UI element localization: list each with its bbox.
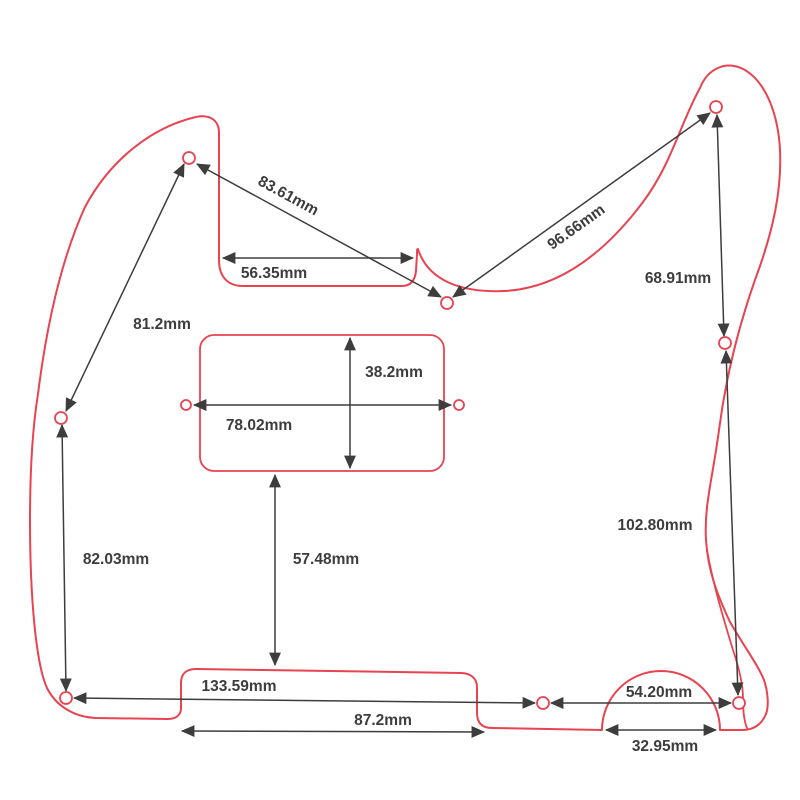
dimension-label-82-03: 82.03mm (83, 551, 149, 568)
dimension-label-32-95: 32.95mm (632, 738, 698, 755)
dim-line-83-61 (196, 163, 442, 298)
dim-line-87-2 (180, 725, 486, 738)
pickup-mount-hole-left (180, 399, 192, 411)
dim-line-82-03 (56, 423, 72, 693)
dimension-label-57-48: 57.48mm (293, 551, 359, 568)
pickup-mount-hole-right (453, 399, 465, 411)
dimension-label-56-35: 56.35mm (241, 265, 307, 282)
dimension-label-102-80: 102.80mm (618, 517, 693, 534)
screw-hole-bottom-center (536, 696, 550, 710)
dim-line-68-91 (711, 113, 730, 338)
dimension-label-83-61: 83.61mm (255, 173, 321, 220)
dimension-label-87-2: 87.2mm (354, 712, 412, 729)
dimension-label-68-91: 68.91mm (645, 270, 711, 287)
screw-hole-center (440, 296, 454, 310)
screw-hole-bottom-right (732, 696, 746, 710)
dimension-label-81-2: 81.2mm (133, 316, 191, 333)
screw-hole-top-right (709, 100, 723, 114)
dim-line-133-59 (72, 692, 537, 709)
dimension-label-54-20: 54.20mm (626, 684, 692, 701)
pickup-route-outline (199, 334, 445, 472)
dim-line-102-80 (720, 349, 744, 697)
dimension-label-38-2: 38.2mm (365, 364, 423, 381)
dimension-label-133-59: 133.59mm (202, 678, 277, 695)
screw-hole-top-left (182, 151, 196, 165)
dim-line-96-66 (452, 112, 711, 298)
screw-hole-bottom-left (59, 691, 73, 705)
dim-line-81-2 (65, 163, 185, 412)
screw-hole-mid-left (54, 411, 68, 425)
pickguard-outline (29, 64, 782, 731)
dimension-label-78-02: 78.02mm (226, 417, 292, 434)
screw-hole-mid-right (718, 336, 732, 350)
